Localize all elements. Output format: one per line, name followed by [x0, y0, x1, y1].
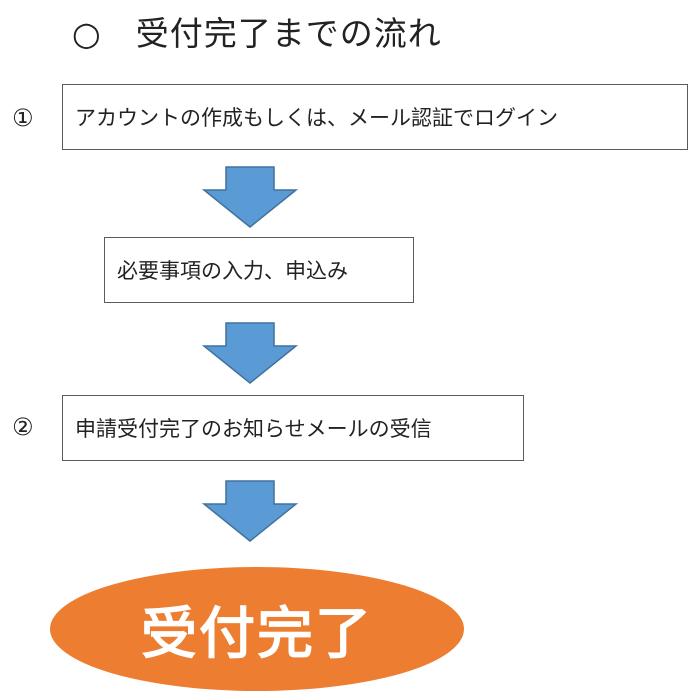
step-box-1: アカウントの作成もしくは、メール認証でログイン [62, 84, 688, 150]
completion-label: 受付完了 [141, 601, 373, 667]
completion-oval: 受付完了 [50, 567, 464, 691]
step-text-middle: 必要事項の入力、申込み [117, 259, 348, 283]
step-box-2: 申請受付完了のお知らせメールの受信 [62, 395, 524, 461]
step-box-middle: 必要事項の入力、申込み [104, 237, 414, 303]
down-arrow-3 [202, 480, 298, 542]
step-text-1: アカウントの作成もしくは、メール認証でログイン [75, 106, 558, 130]
step-number-2: ② [12, 413, 34, 441]
step-number-1: ① [12, 104, 34, 132]
down-arrow-2 [202, 322, 298, 384]
down-arrow-1 [202, 166, 298, 228]
diagram-title: ○ 受付完了までの流れ [72, 14, 442, 53]
step-text-2: 申請受付完了のお知らせメールの受信 [75, 417, 432, 441]
